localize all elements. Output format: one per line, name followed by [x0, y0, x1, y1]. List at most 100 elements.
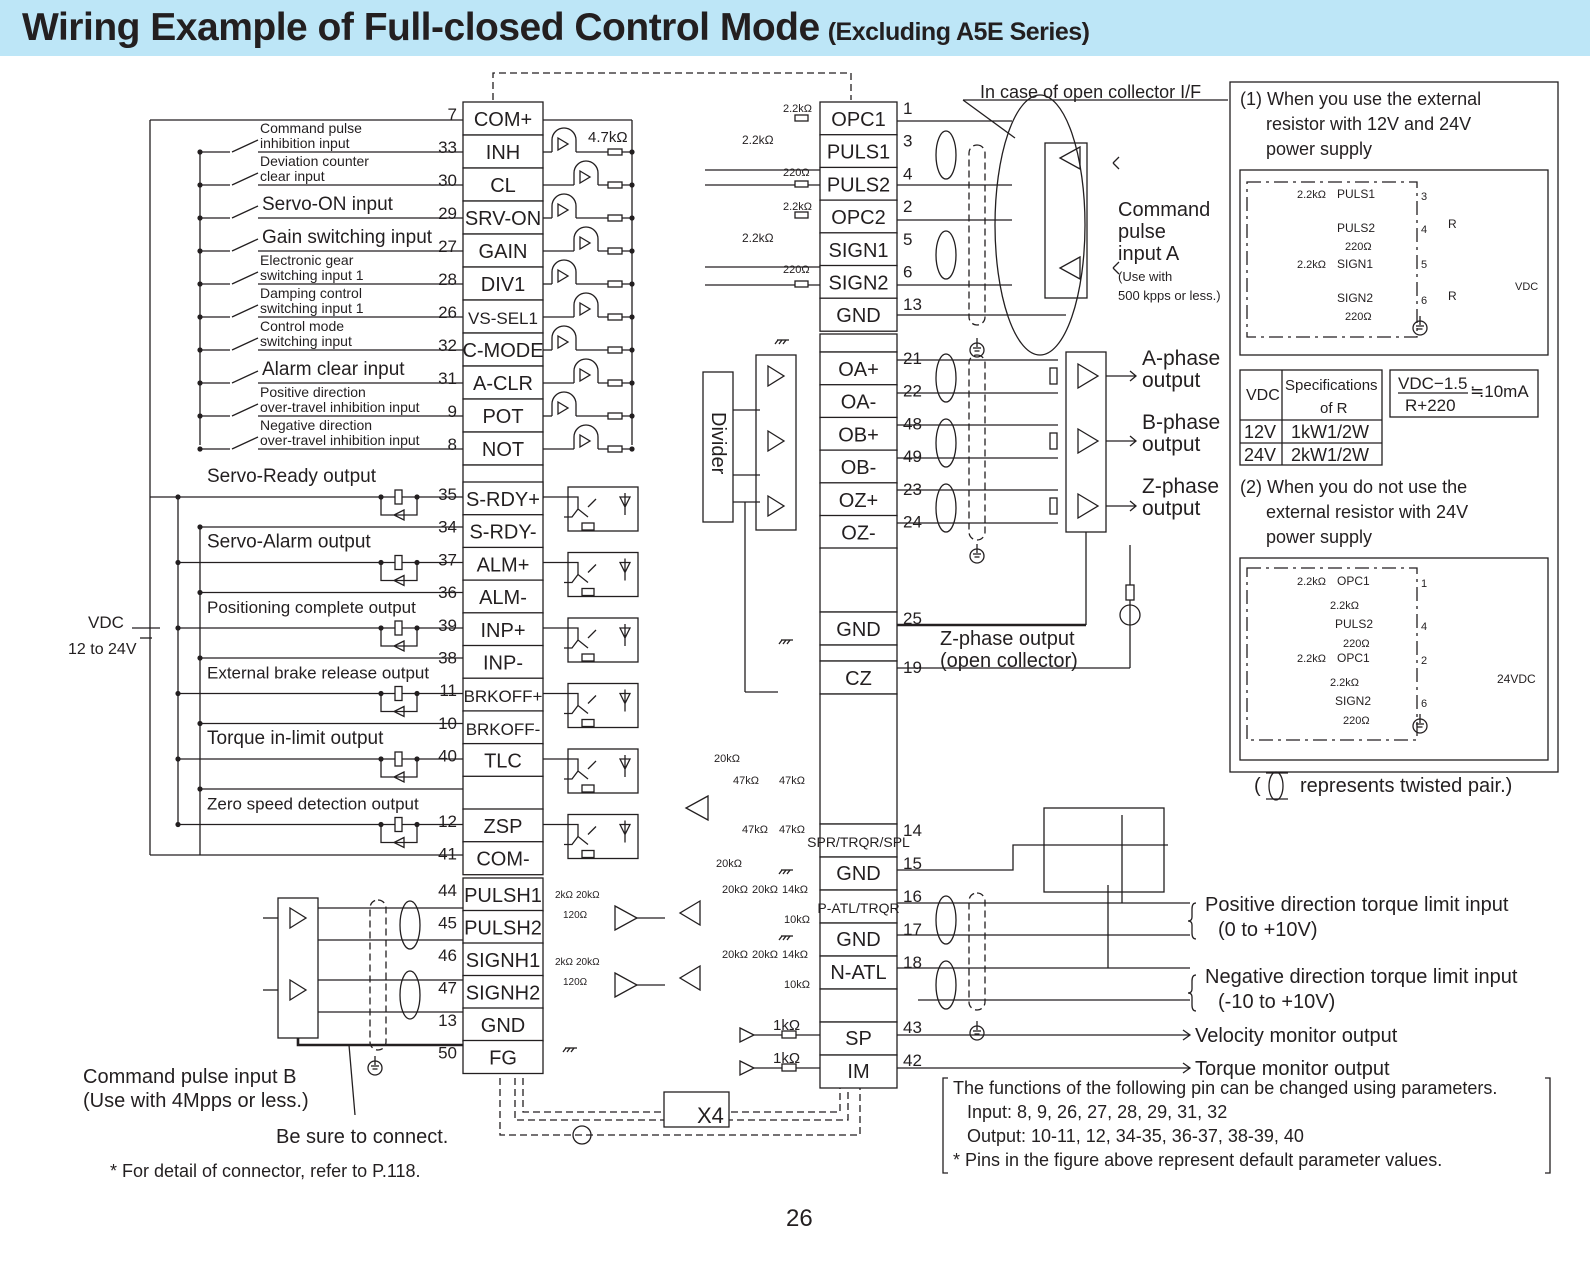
pin-number: 29: [438, 204, 457, 223]
led-icon: [557, 334, 570, 350]
twisted-pair: [935, 418, 957, 468]
junction-dot: [197, 314, 203, 320]
pin-number: 6: [1421, 698, 1427, 710]
signal-label: OPC1: [1337, 651, 1370, 665]
pin-signal-label: SIGNH2: [466, 983, 540, 1005]
output-transistor-box: [567, 682, 639, 729]
connector-pin-cell: [462, 481, 544, 516]
arrow-icon: [1129, 500, 1138, 512]
pin-signal-label: SIGNH1: [466, 950, 540, 972]
termination-resistor-icon: [1049, 497, 1058, 515]
resistor-value-label: 2.2kΩ: [1330, 600, 1359, 612]
phase-output-label: Z-phase: [1142, 475, 1219, 498]
line-driver-icon: [767, 364, 786, 388]
pin-number: 47: [438, 979, 457, 998]
flyback-diode-icon: [380, 759, 418, 784]
ground-icon: [969, 338, 985, 358]
vdc-label: VDC: [88, 613, 124, 632]
z-open-collector-label: (open collector): [940, 650, 1078, 672]
signal-label: SIGN2: [1335, 694, 1371, 708]
flyback-diode-icon: [380, 824, 418, 849]
junction-dot: [629, 314, 635, 320]
line-driver-icon: [289, 906, 308, 930]
pin-number: 40: [438, 747, 457, 766]
divider-label: Divider: [707, 412, 729, 475]
termination-resistor-icon: [1049, 367, 1058, 385]
junction-dot: [197, 589, 203, 596]
table-cell: 12V: [1244, 422, 1276, 442]
flyback-diode-icon: [380, 628, 418, 653]
pin-number: 17: [903, 920, 922, 939]
resistor-icon: [607, 412, 623, 420]
pin-number: 9: [448, 402, 457, 421]
junction-dot: [197, 786, 203, 792]
led-icon: [579, 367, 592, 383]
twisted-pair: [935, 130, 957, 180]
resistor-icon: [581, 653, 595, 662]
resistor-value-label: 20kΩ: [576, 890, 600, 901]
pin-signal-label: GND: [836, 929, 880, 951]
junction-dot: [629, 149, 635, 155]
output-description: Positioning complete output: [207, 598, 416, 617]
pin-signal-label: OZ-: [841, 523, 875, 545]
led-icon: [579, 235, 592, 251]
pin-number: 37: [438, 550, 457, 569]
connector-pin-cell: [462, 742, 544, 778]
formula-numerator: VDC−1.5: [1398, 374, 1467, 393]
resistor-value-label: 2.2kΩ: [1297, 259, 1326, 271]
brace-icon: [1187, 902, 1197, 940]
connector-pin-cell: [819, 449, 898, 484]
junction-dot: [197, 347, 203, 353]
junction-dot: [175, 625, 181, 631]
connector-pin-cell: [819, 889, 898, 924]
junction-dot: [378, 559, 384, 566]
ground-icon: [1412, 316, 1428, 336]
pin-signal-label: C-MODE: [462, 340, 543, 362]
command-pulse-b-note: (Use with 4Mpps or less.): [83, 1090, 309, 1112]
input-description: Negative direction: [260, 417, 372, 433]
connector-pin-cell: [819, 416, 898, 452]
open-collector-box: [1044, 142, 1088, 299]
connector-pin-cell: [462, 909, 544, 945]
resistor-value-label: 20kΩ: [752, 949, 778, 961]
be-sure-to-connect-note: Be sure to connect.: [276, 1126, 448, 1148]
resistor-value-label: 1kΩ: [773, 1050, 800, 1067]
resistor-value-label: 2kΩ: [555, 890, 574, 901]
pin-number: 5: [1421, 259, 1427, 271]
phototransistor-icon: [543, 689, 632, 715]
pin-signal-label: SRV-ON: [465, 208, 541, 230]
junction-dot: [629, 182, 635, 188]
input-description: Damping control: [260, 285, 362, 301]
led-icon: [579, 301, 592, 317]
optocoupler-led-icon: [551, 193, 577, 218]
pin-number: 4: [1421, 621, 1427, 633]
command-pulse-a-label: pulse: [1118, 221, 1166, 243]
line-receiver-icon: [1077, 492, 1100, 520]
junction-dot: [175, 690, 181, 697]
resistor-value-label: 220Ω: [1343, 638, 1370, 650]
ground-icon: [367, 1056, 383, 1076]
table-cell: 1kW1/2W: [1291, 422, 1369, 442]
line-driver-icon: [767, 429, 786, 453]
resistor-value-label: 20kΩ: [722, 884, 748, 896]
page-title: Wiring Example of Full-closed Control Mo…: [22, 6, 1090, 50]
pin-signal-label: PULSH1: [464, 885, 542, 907]
pin-number: 32: [438, 336, 457, 355]
pin-signal-label: ALM-: [479, 587, 527, 609]
output-transistor-box: [567, 486, 639, 532]
pin-number: 3: [1421, 191, 1427, 203]
resistor-value-label: 220Ω: [1343, 715, 1370, 727]
junction-dot: [629, 215, 635, 221]
connector-pin-cell: [462, 974, 544, 1010]
relay-coil-icon: [394, 685, 403, 702]
torque-limit-label: Positive direction torque limit input: [1205, 894, 1509, 916]
connector-pin-cell: [462, 612, 544, 647]
resistor-icon: [581, 849, 595, 859]
connector-pin-cell: [819, 514, 898, 550]
flyback-diode-icon: [380, 497, 418, 522]
line-receiver-block: [1065, 351, 1107, 533]
resistor-value-label: 4.7kΩ: [588, 129, 628, 146]
static-wires: [132, 72, 1559, 1174]
pin-number: 13: [903, 295, 922, 314]
input-description: switching input: [260, 333, 352, 349]
